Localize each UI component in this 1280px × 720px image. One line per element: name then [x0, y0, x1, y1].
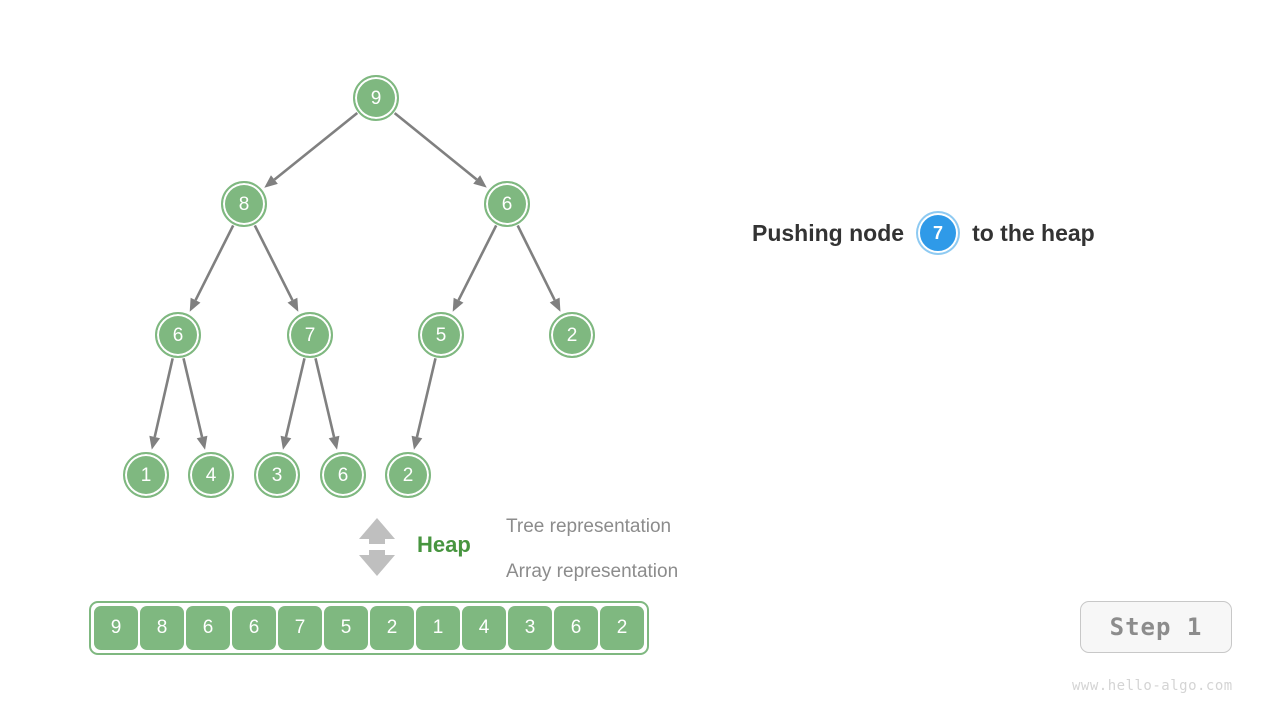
tree-edge-n1-n4: [253, 224, 294, 301]
tree-node-label: 8: [238, 193, 250, 215]
array-cell-0: 9: [94, 606, 138, 650]
caption-node-value: 7: [933, 222, 944, 243]
tree-node-4-n8: 4: [188, 452, 234, 498]
tree-node-label: 2: [402, 464, 414, 486]
step-badge: Step 1: [1080, 601, 1232, 653]
tree-node-label: 1: [140, 464, 152, 486]
array-cell-1: 8: [140, 606, 184, 650]
array-cell-4: 7: [278, 606, 322, 650]
tree-edge-arrowhead-n1-n4: [287, 297, 299, 312]
array-cell-value: 6: [248, 617, 260, 638]
caption-suffix: to the heap: [972, 219, 1095, 246]
array-cell-2: 6: [186, 606, 230, 650]
tree-node-label: 4: [205, 464, 217, 486]
array-cell-8: 4: [462, 606, 506, 650]
tree-edge-n4-n9: [284, 358, 306, 438]
tree-edge-n2-n6: [516, 224, 556, 301]
array-cell-value: 2: [386, 617, 398, 638]
array-cell-6: 2: [370, 606, 414, 650]
array-cell-value: 9: [110, 617, 122, 638]
step-label: Step 1: [1109, 613, 1203, 641]
array-cell-3: 6: [232, 606, 276, 650]
array-cell-value: 7: [294, 617, 306, 638]
array-cell-value: 2: [616, 617, 628, 638]
tree-node-3-n9: 3: [254, 452, 300, 498]
tree-edge-n3-n7: [153, 358, 174, 438]
array-cell-value: 3: [524, 617, 536, 638]
caption-text: Pushing node 7 to the heap: [752, 215, 1095, 251]
tree-node-9-n0: 9: [353, 75, 399, 121]
tree-node-label: 9: [370, 87, 382, 109]
tree-node-2-n6: 2: [549, 312, 595, 358]
tree-edge-arrowhead-n0-n1: [264, 175, 278, 188]
tree-edge-n4-n10: [314, 358, 336, 438]
array-cell-value: 1: [432, 617, 444, 638]
tree-edge-arrowhead-n2-n5: [452, 297, 464, 312]
double-headed-vertical-arrow-icon: [355, 518, 399, 576]
array-cell-5: 5: [324, 606, 368, 650]
heap-label: Heap: [417, 532, 471, 557]
tree-node-label: 3: [271, 464, 283, 486]
tree-edge-n0-n2: [393, 112, 478, 181]
tree-node-label: 5: [435, 324, 447, 346]
tree-edge-arrowhead-n2-n6: [549, 297, 561, 312]
tree-edge-arrowhead-n1-n3: [189, 297, 201, 312]
tree-node-label: 7: [304, 324, 316, 346]
array-cell-10: 6: [554, 606, 598, 650]
array-cell-value: 6: [570, 617, 582, 638]
tree-node-label: 6: [172, 324, 184, 346]
array-cell-value: 6: [202, 617, 214, 638]
watermark: www.hello-algo.com: [1072, 678, 1233, 694]
array-cell-9: 3: [508, 606, 552, 650]
tree-node-7-n4: 7: [287, 312, 333, 358]
tree-node-8-n1: 8: [221, 181, 267, 227]
tree-node-5-n5: 5: [418, 312, 464, 358]
array-cell-value: 8: [156, 617, 168, 638]
tree-node-label: 2: [566, 324, 578, 346]
edge-group: [149, 112, 561, 450]
array-representation: 9 8 6 6 7 5 2 1 4 3 6 2: [89, 601, 649, 655]
tree-node-2-n11: 2: [385, 452, 431, 498]
tree-edge-arrowhead-n4-n10: [328, 435, 340, 450]
caption-prefix: Pushing node: [752, 219, 905, 246]
array-cell-7: 1: [416, 606, 460, 650]
array-cell-11: 2: [600, 606, 644, 650]
tree-representation-label: Tree representation: [506, 516, 672, 537]
array-cell-value: 5: [340, 617, 352, 638]
tree-edge-arrowhead-n5-n11: [411, 435, 423, 450]
array-representation-label: Array representation: [506, 561, 679, 582]
tree-edge-arrowhead-n3-n8: [196, 435, 208, 450]
tree-edge-arrowhead-n4-n9: [280, 435, 292, 450]
tree-edge-n3-n8: [182, 358, 204, 438]
tree-edge-arrowhead-n3-n7: [149, 435, 161, 450]
tree-edge-arrowhead-n0-n2: [473, 175, 487, 188]
tree-node-1-n7: 1: [123, 452, 169, 498]
tree-edge-n0-n1: [273, 112, 359, 181]
tree-edge-n2-n5: [457, 224, 498, 301]
tree-node-label: 6: [337, 464, 349, 486]
tree-node-6-n2: 6: [484, 181, 530, 227]
tree-node-6-n3: 6: [155, 312, 201, 358]
tree-edge-n1-n3: [194, 224, 235, 301]
array-cell-value: 4: [478, 617, 490, 638]
tree-edge-n5-n11: [415, 358, 437, 438]
tree-node-label: 6: [501, 193, 513, 215]
tree-node-6-n10: 6: [320, 452, 366, 498]
caption-highlight-node: 7: [920, 215, 957, 251]
